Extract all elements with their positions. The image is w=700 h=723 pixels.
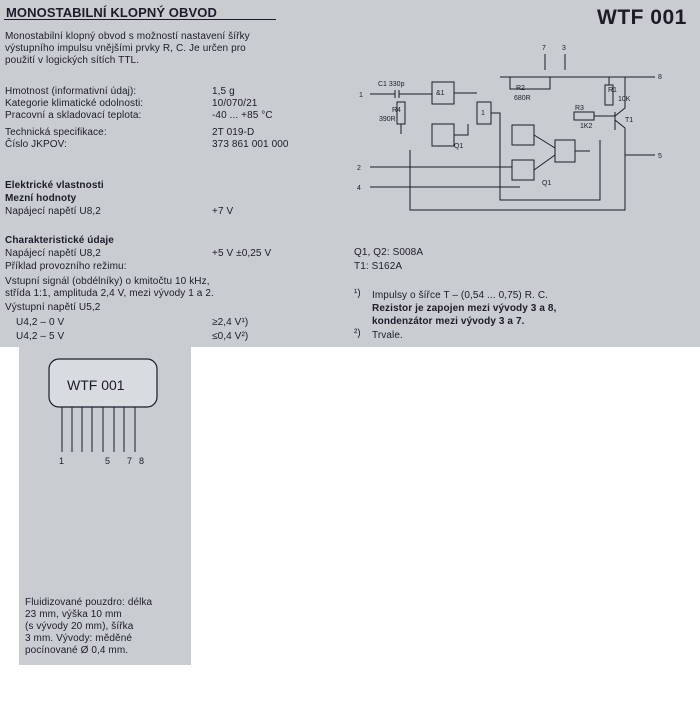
footnote-mark: ¹) bbox=[354, 288, 361, 299]
component-label: 10K bbox=[618, 96, 631, 103]
intro-line: výstupního impulsu vnějšími prvky R, C. … bbox=[5, 43, 246, 54]
output-row-value: ≥2,4 V¹) bbox=[212, 317, 249, 328]
title-underline bbox=[4, 19, 276, 20]
component-label: 390R bbox=[379, 116, 396, 123]
char-label: Napájecí napětí U8,2 bbox=[5, 248, 101, 259]
gate-label: &1 bbox=[436, 90, 445, 97]
datasheet-page bbox=[0, 0, 700, 347]
component-label: R3 bbox=[575, 105, 584, 112]
pin-label: 3 bbox=[562, 45, 566, 52]
pin-label: 7 bbox=[542, 45, 546, 52]
package-pin-number: 8 bbox=[139, 456, 144, 466]
circuit-schematic: 7 3 8 1 2 4 5 C1 330p R4 390R R2 680R R3… bbox=[357, 45, 662, 211]
footnote-text: kondenzátor mezi vývody 3 a 7. bbox=[372, 316, 525, 327]
output-row-label: U4,2 – 0 V bbox=[16, 317, 65, 328]
package-caption: (s vývody 20 mm), šířka bbox=[25, 621, 134, 632]
parts-list: T1: S162A bbox=[354, 261, 403, 272]
component-label: Q1 bbox=[542, 180, 551, 187]
limit-label: Napájecí napětí U8,2 bbox=[5, 206, 101, 217]
section-heading: Charakteristické údaje bbox=[5, 235, 114, 246]
intro-line: Monostabilní klopný obvod s možností nas… bbox=[5, 31, 250, 42]
package-caption: 23 mm, výška 10 mm bbox=[25, 609, 122, 620]
output-row-label: U4,2 – 5 V bbox=[16, 331, 65, 342]
package-caption: pocínované Ø 0,4 mm. bbox=[25, 645, 129, 656]
pin-label: 8 bbox=[658, 74, 662, 81]
pin-label: 4 bbox=[357, 185, 361, 192]
component-label: R4 bbox=[392, 107, 401, 114]
footnote-text: Trvale. bbox=[372, 330, 403, 341]
pin-label: 5 bbox=[658, 153, 662, 160]
component-label: 1K2 bbox=[580, 123, 593, 130]
package-caption: 3 mm. Vývody: měděné bbox=[25, 633, 133, 644]
component-label: C1 330p bbox=[378, 81, 405, 88]
component-label: R1 bbox=[608, 87, 617, 94]
spec-value: 2T 019-D bbox=[212, 127, 255, 138]
char-value: +5 V ±0,25 V bbox=[212, 248, 272, 259]
output-voltage-heading: Výstupní napětí U5,2 bbox=[5, 302, 101, 313]
intro-line: použití v logických sítích TTL. bbox=[5, 55, 140, 66]
section-subheading: Mezní hodnoty bbox=[5, 193, 77, 204]
package-pin-number: 5 bbox=[105, 456, 110, 466]
spec-value: 373 861 001 000 bbox=[212, 139, 289, 150]
page-title: MONOSTABILNÍ KLOPNÝ OBVOD bbox=[6, 5, 217, 20]
component-label: 680R bbox=[514, 95, 531, 102]
package-pin-number: 7 bbox=[127, 456, 132, 466]
gate-label: 1 bbox=[481, 110, 485, 117]
pin-label: 2 bbox=[357, 165, 361, 172]
component-label: T1 bbox=[625, 117, 633, 124]
pin-label: 1 bbox=[359, 92, 363, 99]
spec-value: -40 ... +85 °C bbox=[212, 110, 273, 121]
spec-label: Číslo JKPOV: bbox=[5, 139, 67, 150]
spec-label: Pracovní a skladovací teplota: bbox=[5, 110, 142, 121]
section-heading: Elektrické vlastnosti bbox=[5, 180, 104, 191]
spec-label: Kategorie klimatické odolnosti: bbox=[5, 98, 144, 109]
package-pin-number: 1 bbox=[59, 456, 64, 466]
spec-value: 1,5 g bbox=[212, 86, 235, 97]
package-drawing: WTF 001 1 5 7 8 bbox=[48, 358, 158, 466]
package-caption: Fluidizované pouzdro: délka bbox=[25, 597, 153, 608]
output-row-value: ≤0,4 V²) bbox=[212, 331, 249, 342]
input-signal-line: Vstupní signál (obdélníky) o kmitočtu 10… bbox=[5, 276, 210, 287]
package-label: WTF 001 bbox=[67, 377, 125, 393]
parts-list: Q1, Q2: S008A bbox=[354, 247, 424, 258]
example-heading: Příklad provozního režimu: bbox=[5, 261, 127, 272]
footnote-text: Rezistor je zapojen mezi vývody 3 a 8, bbox=[372, 303, 557, 314]
footnote-mark: ²) bbox=[354, 328, 361, 339]
footnote-text: Impulsy o šířce T – (0,54 ... 0,75) R. C… bbox=[372, 290, 549, 301]
component-label: R2 bbox=[516, 85, 525, 92]
input-signal-line: střída 1:1, amplituda 2,4 V, mezi vývody… bbox=[5, 288, 214, 299]
spec-value: 10/070/21 bbox=[212, 98, 258, 109]
spec-label: Hmotnost (informativní údaj): bbox=[5, 86, 137, 97]
component-label: Q1 bbox=[454, 143, 463, 150]
spec-label: Technická specifikace: bbox=[5, 127, 107, 138]
limit-value: +7 V bbox=[212, 206, 234, 217]
part-code: WTF 001 bbox=[597, 6, 687, 29]
